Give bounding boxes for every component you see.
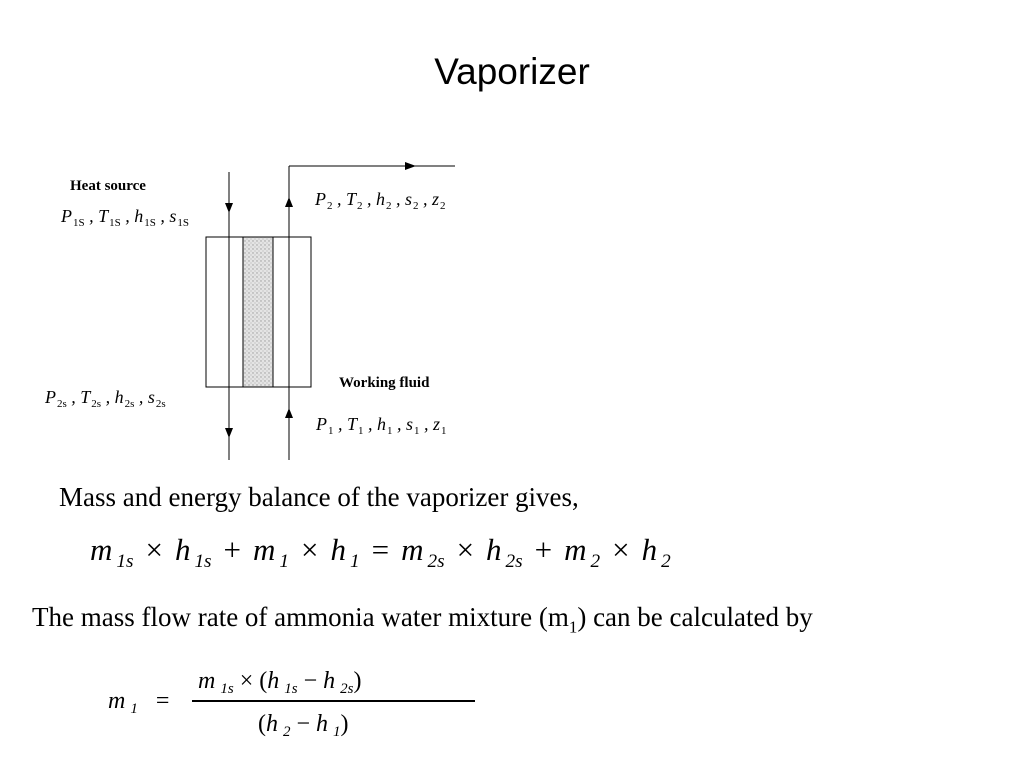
flow-rate-intro-text: The mass flow rate of ammonia water mixt…: [32, 602, 813, 637]
fluid-outlet-variables: P2 , T2 , h2 , s2 , z2: [315, 189, 446, 212]
fluid-in-arrow: [285, 408, 293, 418]
vaporizer-diagram: [205, 162, 455, 460]
heat-outlet-variables: P2s , T2s , h2s , s2s: [45, 387, 166, 410]
fraction-bar: [192, 700, 475, 702]
fluid-out-arrow: [405, 162, 416, 170]
heat-inlet-variables: P1S , T1S , h1S , s1S: [61, 206, 190, 229]
fluid-up-arrow: [285, 197, 293, 207]
fluid-inlet-variables: P1 , T1 , h1 , s1 , z1: [316, 414, 447, 437]
heat-out-arrow: [225, 428, 233, 438]
heat-source-label: Heat source: [70, 178, 146, 194]
working-fluid-label: Working fluid: [339, 375, 430, 391]
exchanger-wall: [242, 236, 274, 388]
balance-intro-text: Mass and energy balance of the vaporizer…: [59, 482, 579, 512]
heat-in-arrow: [225, 203, 233, 213]
page-title: Vaporizer: [434, 51, 590, 92]
